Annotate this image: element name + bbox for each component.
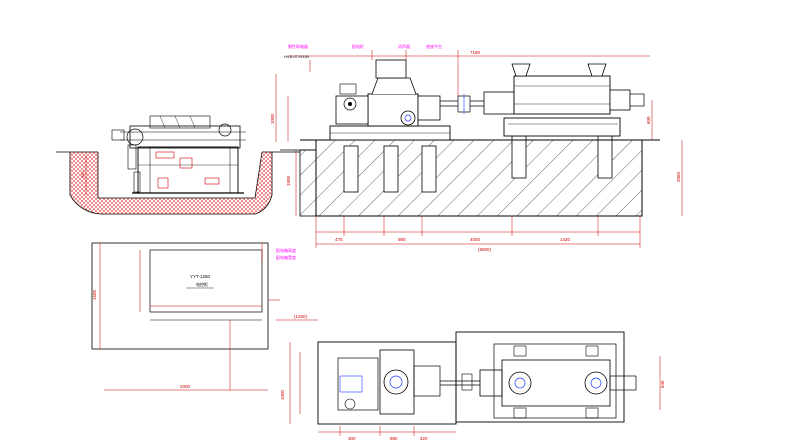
plan-dim: (1250): [294, 314, 308, 319]
note-right-top: 底座平台: [426, 43, 442, 49]
seg-4-dim: 1420: [560, 237, 571, 242]
plan-seg-2: 880: [390, 436, 398, 441]
tank-w-dim: 2000: [180, 384, 191, 389]
plan-h-dim: 1000: [280, 389, 285, 400]
height-3-dim: 1900: [286, 175, 291, 186]
tank-note-2: 配电箱宽度: [276, 254, 296, 260]
pit-depth-dim: 450: [80, 171, 85, 178]
note-mid-top: 配电柜: [352, 43, 364, 49]
note-left-top: 钢性联轴器: [288, 43, 308, 49]
seg-2-dim: 980: [398, 237, 406, 242]
total-dim: (5800): [478, 247, 492, 252]
plan-seg-1: 300: [348, 436, 356, 441]
tank-label: YYT-1250: [190, 274, 211, 279]
tank-plan-view: YYT-1250 电控柜 配电箱高度 配电箱宽度 1500 2000: [91, 242, 296, 391]
plan-seg-4: 840: [660, 380, 665, 388]
right-dim: 2060: [676, 171, 681, 182]
seg-1-dim: 475: [335, 237, 343, 242]
note-mid-top2: 消声器: [398, 43, 410, 49]
seg-3-dim: 4000: [470, 237, 481, 242]
section-title: HVS-07-R150: [284, 54, 310, 59]
height-1-dim: 1000: [270, 113, 275, 124]
top-total-dim: 7180: [470, 50, 481, 55]
tank-h-dim: 1500: [92, 289, 97, 300]
top-plan-view: (1250) 1000 300 880 320 840: [276, 314, 665, 441]
plan-seg-3: 320: [420, 436, 428, 441]
tank-note-1: 配电箱高度: [276, 247, 296, 253]
height-2-dim: 600: [646, 116, 651, 124]
front-elevation-view: 7180 475 980 4000 1420 (5800) 1900 2060 …: [270, 43, 683, 252]
tank-sub: 电控柜: [196, 281, 208, 287]
side-elevation-view: 450: [56, 115, 300, 215]
